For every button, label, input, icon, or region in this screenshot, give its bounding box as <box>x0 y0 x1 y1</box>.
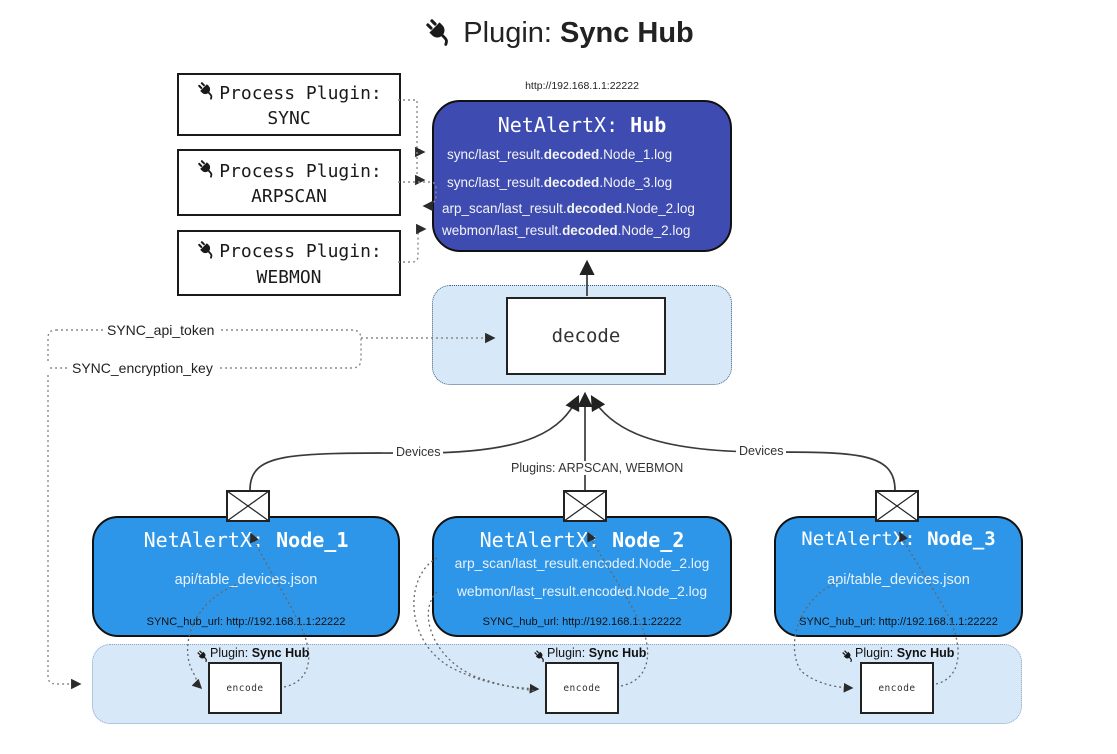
process-plugin-sync: Process Plugin: SYNC <box>177 73 401 136</box>
plugins-mid-label: Plugins: ARPSCAN, WEBMON <box>508 461 687 475</box>
devices-left-label: Devices <box>393 445 444 459</box>
encode-label: encode <box>563 682 601 694</box>
hub-title: NetAlertX: Hub <box>434 113 730 137</box>
plug-icon <box>196 239 217 265</box>
page-title-prefix: Plugin: <box>463 17 552 49</box>
hub-title-prefix: NetAlertX: <box>497 113 619 137</box>
node-row: arp_scan/last_result.encoded.Node_2.log <box>454 556 710 571</box>
process-plugin-name: WEBMON <box>256 266 322 288</box>
encode-box-node-2: encode <box>545 662 619 714</box>
sync-api-token-label: SYNC_api_token <box>103 322 219 338</box>
node-row: webmon/last_result.encoded.Node_2.log <box>456 584 708 599</box>
encode-label: encode <box>878 682 916 694</box>
devices-right-label: Devices <box>736 444 787 458</box>
connector-node1-to-decode <box>249 394 580 491</box>
page-title-name: Sync Hub <box>560 17 694 49</box>
encode-label: encode <box>226 682 264 694</box>
decode-box: decode <box>506 297 666 375</box>
plug-icon <box>841 649 855 666</box>
plug-icon <box>423 16 455 56</box>
plug-icon <box>196 649 210 666</box>
connector-arpscan-to-hub <box>398 181 437 212</box>
node-title: NetAlertX: Node_2 <box>479 528 685 552</box>
process-plugin-name: SYNC <box>267 108 311 129</box>
sync-encryption-key-label: SYNC_encryption_key <box>68 360 217 376</box>
plug-icon <box>196 80 217 106</box>
encode-box-node-1: encode <box>208 662 282 714</box>
plug-icon <box>196 158 217 184</box>
node-hub-url: SYNC_hub_url: http://192.168.1.1:22222 <box>799 616 998 628</box>
strip-plugin-label: Plugin: Sync Hub <box>533 646 646 666</box>
node-hub-url: SYNC_hub_url: http://192.168.1.1:22222 <box>146 616 346 628</box>
hub-log-row: sync/last_result.decoded.Node_3.log <box>447 175 673 190</box>
node-row: api/table_devices.json <box>827 572 970 588</box>
node-3-box: NetAlertX: Node_3 api/table_devices.json… <box>774 516 1023 637</box>
node-row: api/table_devices.json <box>174 572 318 588</box>
strip-plugin-label: Plugin: Sync Hub <box>841 646 954 666</box>
hub-log-row: webmon/last_result.decoded.Node_2.log <box>442 223 691 238</box>
hub-box: NetAlertX: Hub sync/last_result.decoded.… <box>432 100 732 252</box>
node-title: NetAlertX: Node_3 <box>801 528 996 550</box>
decode-label: decode <box>551 325 621 347</box>
plug-icon <box>533 649 547 666</box>
encode-box-node-3: encode <box>860 662 934 714</box>
process-plugin-name: ARPSCAN <box>251 186 327 207</box>
process-plugin-label: Process Plugin: <box>219 82 382 104</box>
connector-webmon-to-hub <box>398 223 427 263</box>
strip-plugin-label: Plugin: Sync Hub <box>196 646 309 666</box>
process-plugin-webmon: Process Plugin: WEBMON <box>177 230 401 296</box>
process-plugin-label: Process Plugin: <box>219 241 382 262</box>
node-hub-url: SYNC_hub_url: http://192.168.1.1:22222 <box>482 616 682 628</box>
hub-url-label: http://192.168.1.1:22222 <box>525 80 639 92</box>
node-2-box: NetAlertX: Node_2 arp_scan/last_result.e… <box>432 516 732 637</box>
connector-sync-to-hub <box>398 99 426 186</box>
node-title: NetAlertX: Node_1 <box>143 528 349 552</box>
process-plugin-arpscan: Process Plugin: ARPSCAN <box>177 149 401 216</box>
hub-log-row: sync/last_result.decoded.Node_1.log <box>447 147 673 162</box>
hub-title-name: Hub <box>630 113 667 137</box>
hub-log-row: arp_scan/last_result.decoded.Node_2.log <box>442 201 695 216</box>
page-title: Plugin: Sync Hub <box>0 16 1117 56</box>
node-1-box: NetAlertX: Node_1 api/table_devices.json… <box>92 516 400 637</box>
process-plugin-label: Process Plugin: <box>219 160 382 182</box>
